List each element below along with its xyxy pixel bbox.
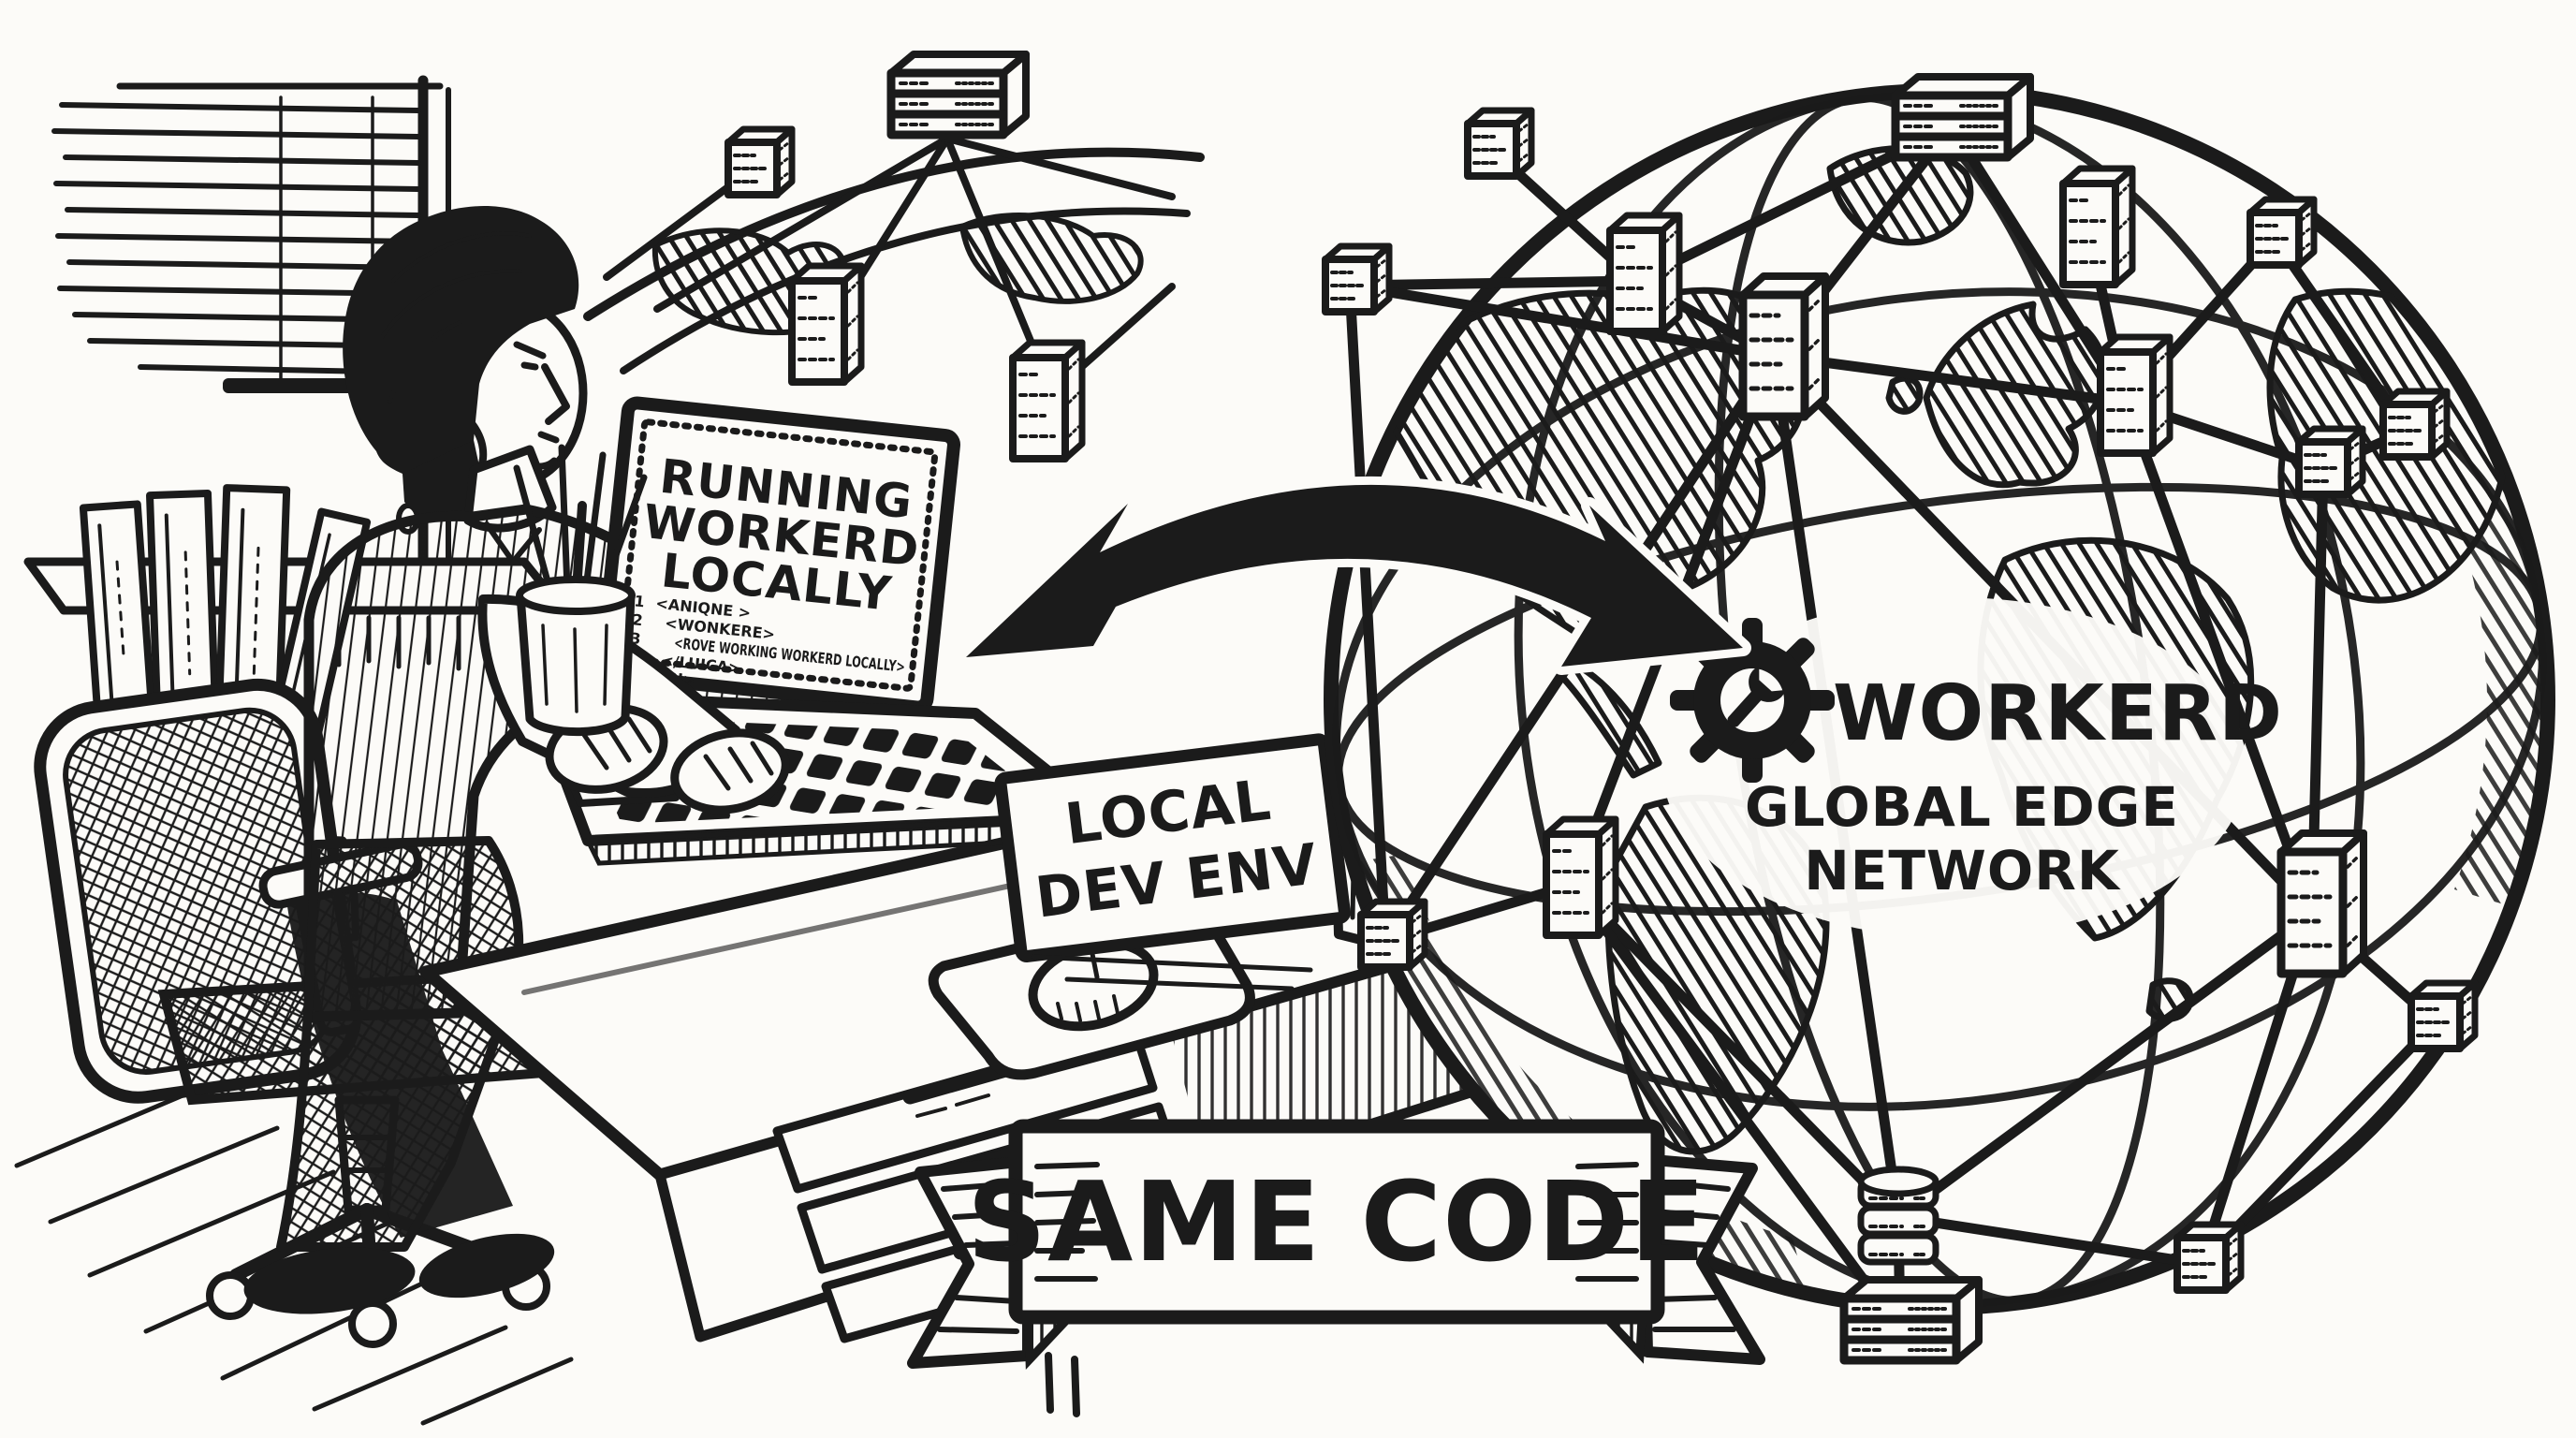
eyebrow (513, 341, 547, 360)
server-node (1325, 246, 1389, 312)
trousers (276, 836, 524, 1252)
server-node (2100, 337, 2170, 453)
server-node (2177, 1225, 2241, 1290)
nose (541, 363, 570, 425)
server-node (891, 54, 1026, 135)
server-node (1844, 1280, 1979, 1360)
sync-arrow (958, 476, 1751, 675)
server-node (2281, 833, 2364, 974)
server-node (2299, 429, 2363, 494)
globe-label-title: WORKERD (1833, 669, 2283, 758)
inset-network (583, 54, 1205, 459)
same-code-banner: SAME CODE (907, 1119, 1765, 1370)
server-node (2063, 169, 2132, 285)
database-node (1861, 1169, 1936, 1262)
server-node (2383, 391, 2447, 457)
server-node (1743, 276, 1825, 417)
collar (484, 521, 542, 565)
pencil-cup (513, 444, 648, 737)
server-node (792, 266, 861, 382)
shoe (243, 1233, 555, 1314)
server-node (1468, 110, 1531, 176)
server-node (1610, 215, 1679, 331)
screen-title: RUNNING WORKERD LOCALLY (641, 449, 923, 622)
server-node (1546, 819, 1616, 935)
server-node (1013, 343, 1082, 459)
continent-central-america (1558, 656, 1662, 779)
banner-label: SAME CODE (967, 1157, 1706, 1286)
server-node (2411, 983, 2475, 1049)
globe-label: WORKERD GLOBAL EDGE NETWORK (1670, 618, 2283, 902)
server-node (1895, 77, 2030, 157)
globe-label-subtitle2: NETWORK (1804, 839, 2121, 902)
gear-wrench-icon (1670, 618, 1835, 783)
server-node (1361, 902, 1425, 967)
server-node (2250, 199, 2314, 265)
mousepad (928, 906, 1255, 1080)
server-node (728, 129, 792, 195)
globe-label-subtitle1: GLOBAL EDGE (1745, 775, 2179, 839)
code-line-number: 1 (634, 592, 646, 610)
code-line-number: 2 (632, 610, 644, 629)
